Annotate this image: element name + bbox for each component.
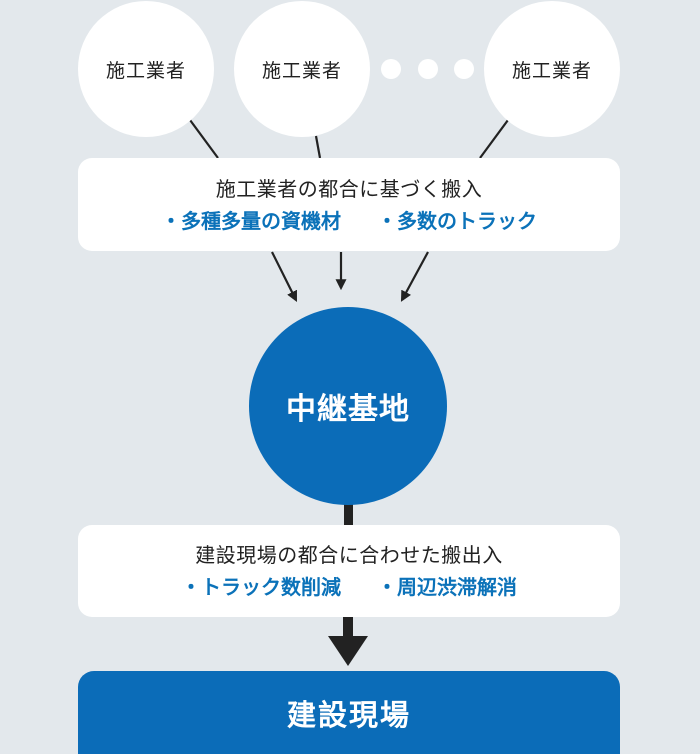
arrow-left (271, 251, 297, 302)
contractor-circle-1: 施工業者 (78, 1, 214, 137)
contractor-label: 施工業者 (105, 59, 186, 82)
ellipsis-dot-2 (418, 59, 438, 79)
contractor-circle-3: 施工業者 (484, 1, 620, 137)
outbound-items: ・トラック数削減 ・周辺渋滞解消 (181, 573, 517, 601)
inbound-title: 施工業者の都合に基づく搬入 (215, 176, 483, 201)
inbound-items: ・多種多量の資機材 ・多数のトラック (161, 207, 537, 235)
outbound-item: ・トラック数削減 (181, 575, 341, 599)
ellipsis-dot-1 (381, 59, 401, 79)
connector-line-2 (314, 135, 322, 159)
bold-arrow-shaft (343, 616, 353, 640)
connector-line-3 (479, 119, 509, 159)
arrow-right (400, 251, 429, 302)
bold-arrow-head (328, 636, 368, 666)
contractor-label: 施工業者 (511, 59, 592, 82)
construction-site-label: 建設現場 (286, 697, 411, 732)
outbound-item: ・周辺渋滞解消 (377, 575, 517, 599)
inbound-panel: 施工業者の都合に基づく搬入 ・多種多量の資機材 ・多数のトラック (78, 158, 620, 251)
outbound-panel: 建設現場の都合に合わせた搬出入 ・トラック数削減 ・周辺渋滞解消 (78, 525, 620, 617)
connector-line-1 (189, 119, 219, 159)
inbound-item: ・多種多量の資機材 (161, 208, 341, 233)
outbound-title: 建設現場の都合に合わせた搬出入 (195, 543, 503, 567)
contractor-circle-2: 施工業者 (234, 1, 370, 137)
hub-connector (344, 500, 353, 526)
relay-base-circle: 中継基地 (249, 307, 447, 505)
contractor-label: 施工業者 (261, 59, 342, 82)
relay-base-label: 中継基地 (286, 392, 410, 427)
construction-site-box: 建設現場 (78, 671, 620, 754)
inbound-item: ・多数のトラック (377, 208, 537, 233)
ellipsis-dot-3 (454, 59, 474, 79)
